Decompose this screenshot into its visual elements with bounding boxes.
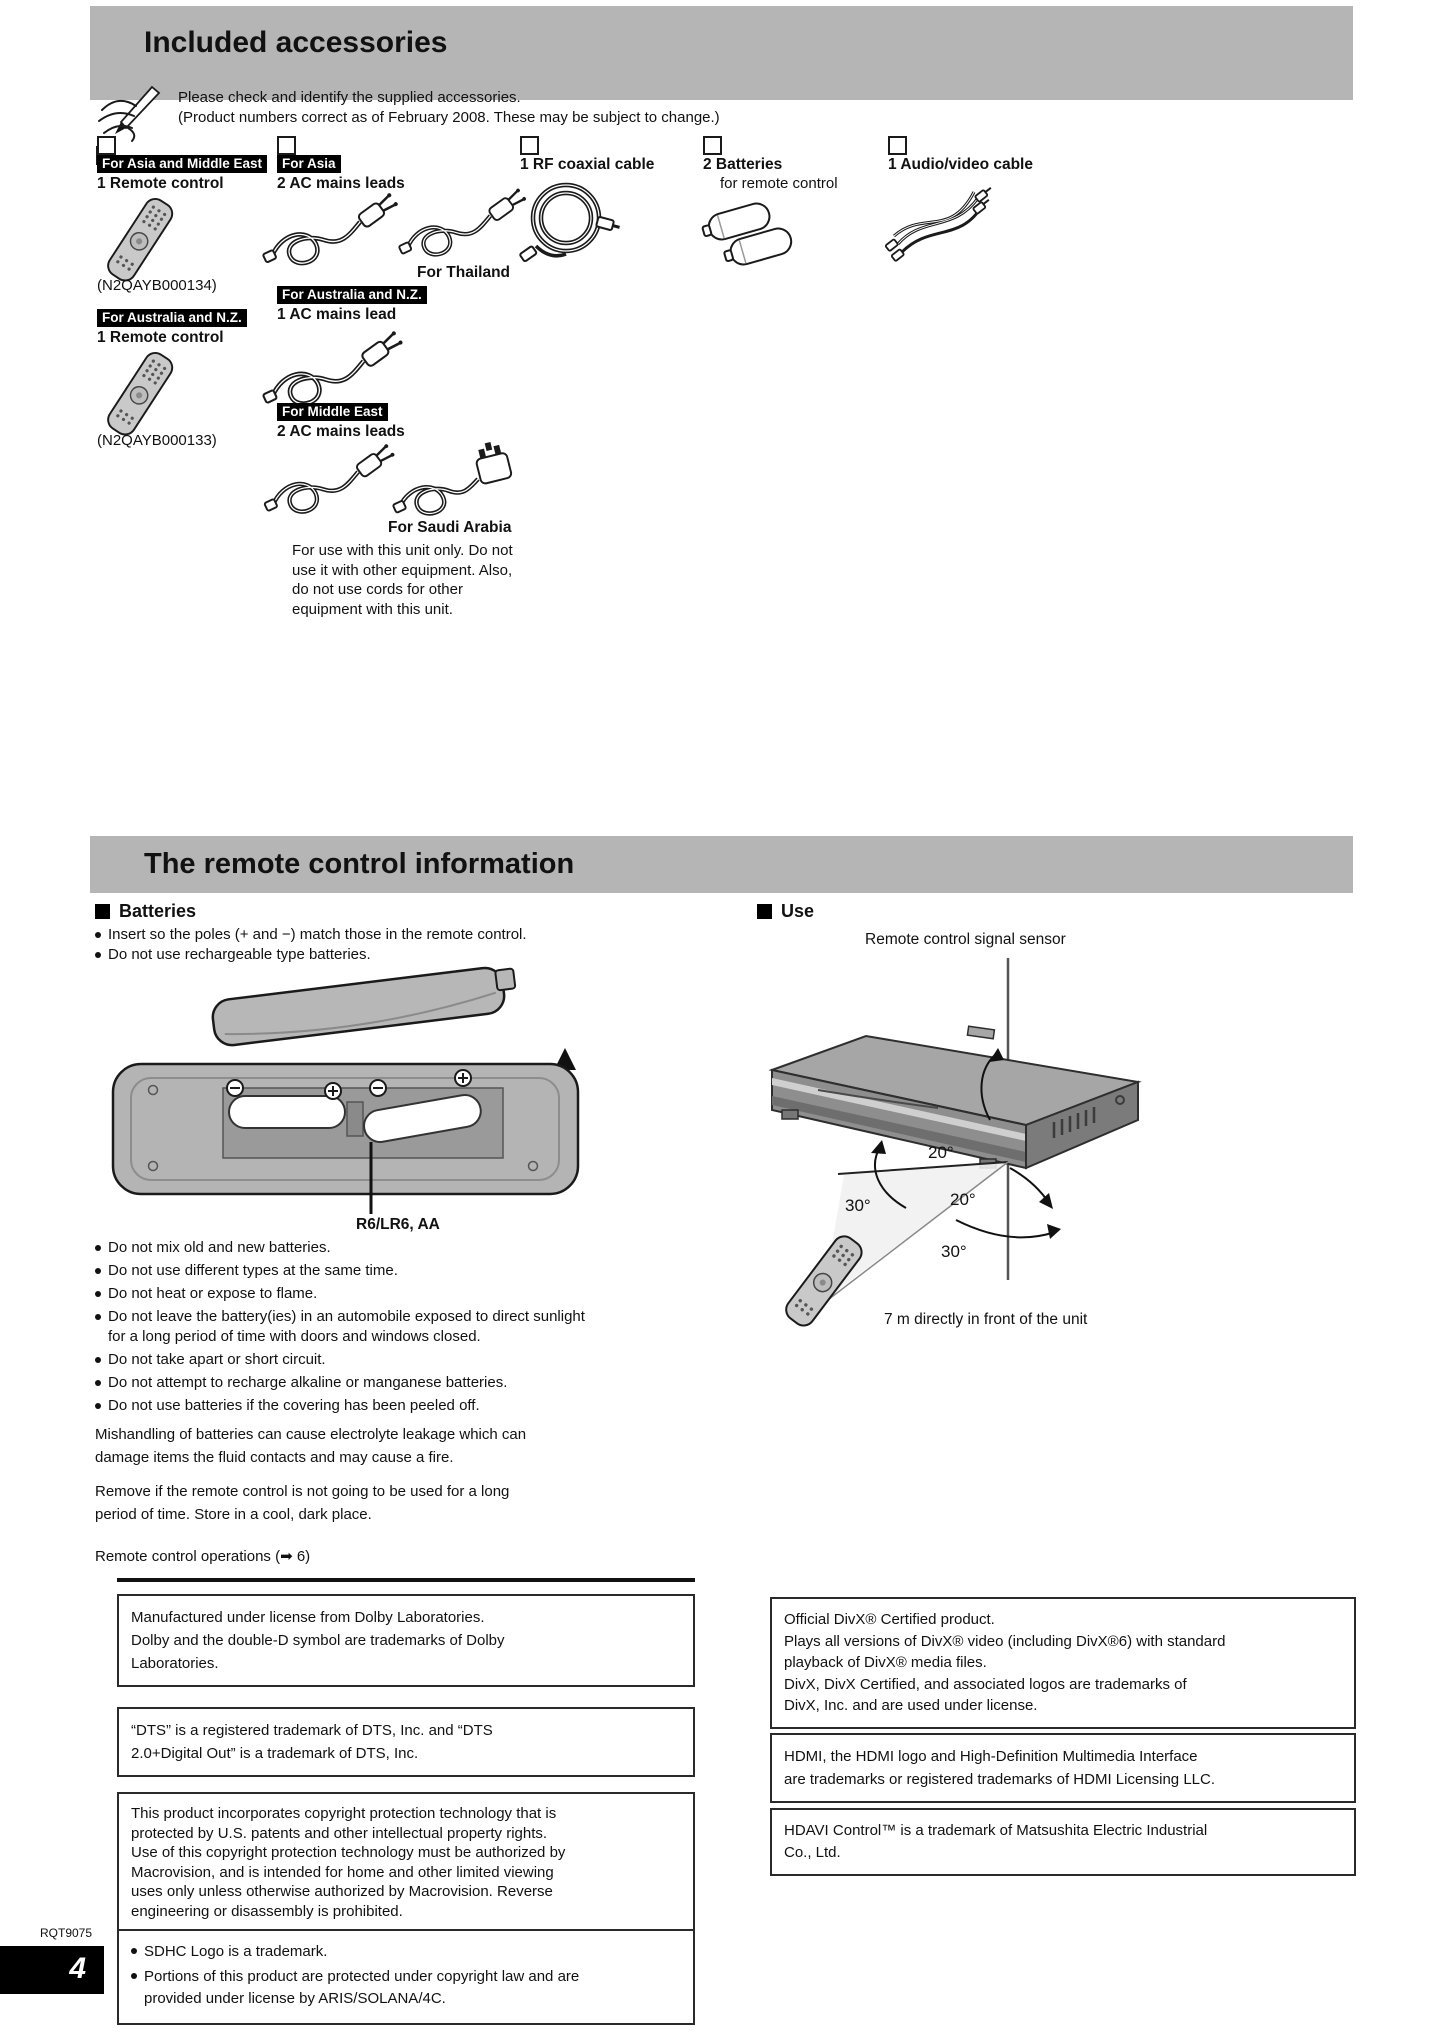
intro-line-2: (Product numbers correct as of February … — [178, 109, 720, 126]
part-number-remote-asia: (N2QAYB000134) — [97, 277, 217, 294]
bullet-icon — [95, 1291, 101, 1297]
accessory-name-ac-middle-east: 2 AC mains leads — [277, 423, 405, 440]
batteries-illustration — [700, 194, 805, 272]
bullet-icon — [95, 1268, 101, 1274]
accessory-name-remote-aus: 1 Remote control — [97, 329, 224, 346]
remote-operations-reference: Remote control operations (➡ 6) — [95, 1548, 311, 1565]
accessory-name-ac-aus: 1 AC mains lead — [277, 306, 397, 323]
angle-label-mid: 20° — [950, 1190, 976, 1209]
document-code: RQT9075 — [40, 1926, 93, 1940]
region-label-asia-middle-east: For Asia and Middle East — [97, 155, 268, 173]
accessory-name-av-cable: 1 Audio/video cable — [888, 156, 1033, 173]
remote-range-illustration — [768, 958, 1142, 1327]
battery-note-1: Insert so the poles (+ and −) match thos… — [95, 925, 655, 945]
caution-item: Do not use batteries if the covering has… — [95, 1396, 600, 1416]
region-label-australia-nz-lead: For Australia and N.Z. — [277, 286, 427, 304]
accessory-name-ac-asia: 2 AC mains leads — [277, 175, 405, 192]
checkbox-remote-control — [97, 136, 116, 155]
square-bullet-icon — [95, 904, 110, 919]
caution-item: Do not attempt to recharge alkaline or m… — [95, 1373, 600, 1393]
region-label-australia-nz-remote: For Australia and N.Z. — [97, 309, 247, 327]
sensor-label: Remote control signal sensor — [865, 931, 1066, 948]
region-label-middle-east: For Middle East — [277, 403, 388, 421]
accessory-sub-batteries: for remote control — [720, 175, 838, 192]
legal-box-hdmi: HDMI, the HDMI logo and High-Definition … — [770, 1733, 1356, 1803]
bullet-icon — [95, 1245, 101, 1251]
accessory-name-rf-cable: 1 RF coaxial cable — [520, 156, 655, 173]
legal-box-divx: Official DivX® Certified product. Plays … — [770, 1597, 1356, 1729]
batteries-heading-row: Batteries — [95, 901, 196, 922]
use-heading-row: Use — [757, 901, 814, 922]
batteries-heading: Batteries — [119, 901, 197, 921]
sdhc-bullet-1: SDHC Logo is a trademark. — [131, 1941, 681, 1963]
square-bullet-icon — [757, 904, 772, 919]
bullet-icon — [131, 1973, 137, 1979]
remote-control-illustration-2 — [93, 347, 263, 439]
caution-item: Do not heat or expose to flame. — [95, 1284, 600, 1304]
bullet-icon — [95, 932, 101, 938]
battery-warning-1: Mishandling of batteries can cause elect… — [95, 1426, 527, 1466]
intro-line-1: Please check and identify the supplied a… — [178, 89, 521, 106]
checkbox-rf-coaxial-cable — [520, 136, 539, 155]
checkbox-ac-mains-leads — [277, 136, 296, 155]
bullet-icon — [95, 1357, 101, 1363]
ac-mains-lead-illustration-saudi — [392, 440, 524, 526]
legal-box-dts: “DTS” is a registered trademark of DTS, … — [117, 1707, 695, 1777]
accessory-name-batteries: 2 Batteries — [703, 156, 783, 173]
saudi-lead-note: For use with this unit only. Do not use … — [292, 542, 513, 618]
angle-label-left: 30° — [845, 1196, 871, 1215]
legal-box-sdhc: SDHC Logo is a trademark. Portions of th… — [117, 1929, 695, 2025]
sdhc-bullet-2: Portions of this product are protected u… — [131, 1966, 613, 2010]
legal-box-macrovision: This product incorporates copyright prot… — [117, 1792, 695, 1933]
bullet-icon — [131, 1948, 137, 1954]
accessory-name-remote-asia: 1 Remote control — [97, 175, 224, 192]
caution-item: Do not leave the battery(ies) in an auto… — [95, 1307, 600, 1347]
caution-item: Do not mix old and new batteries. — [95, 1238, 600, 1258]
checkbox-audio-video-cable — [888, 136, 907, 155]
caution-item: Do not take apart or short circuit. — [95, 1350, 600, 1370]
region-label-asia: For Asia — [277, 155, 341, 173]
part-number-remote-aus: (N2QAYB000133) — [97, 432, 217, 449]
battery-type-label: R6/LR6, AA — [356, 1216, 440, 1233]
ac-mains-lead-illustration-middle-east — [262, 443, 400, 525]
divider-rule — [117, 1578, 695, 1582]
use-heading: Use — [781, 901, 815, 921]
section-title-remote-info: The remote control information — [144, 848, 575, 880]
legal-box-dolby: Manufactured under license from Dolby La… — [117, 1594, 695, 1687]
section-header-bar-included-accessories — [90, 6, 1353, 100]
caution-item: Do not use different types at the same t… — [95, 1261, 600, 1281]
audio-video-cable-illustration — [882, 174, 997, 262]
bullet-icon — [95, 1314, 101, 1320]
battery-cautions-list: Do not mix old and new batteries. Do not… — [95, 1238, 600, 1419]
caption-for-thailand: For Thailand — [417, 264, 510, 281]
angle-label-top: 20° — [928, 1143, 954, 1162]
ac-mains-lead-illustration-thailand — [398, 185, 530, 270]
bullet-icon — [95, 1380, 101, 1386]
remote-control-illustration-1 — [93, 193, 263, 285]
section-header-bar-remote-info — [90, 836, 1353, 893]
page-number-badge: 4 — [0, 1946, 104, 1994]
battery-note-2: Do not use rechargeable type batteries. — [95, 945, 655, 965]
distance-note: 7 m directly in front of the unit — [884, 1311, 1088, 1328]
bullet-icon — [95, 952, 101, 958]
battery-warning-2: Remove if the remote control is not goin… — [95, 1483, 510, 1523]
angle-label-bottom: 30° — [941, 1242, 967, 1261]
checkbox-batteries — [703, 136, 722, 155]
battery-installation-illustration — [111, 966, 580, 1214]
writing-hand-icon — [98, 85, 161, 142]
page-title: Included accessories — [144, 26, 448, 59]
rf-coaxial-cable-illustration — [512, 176, 624, 268]
caption-for-saudi-arabia: For Saudi Arabia — [388, 519, 512, 536]
bullet-icon — [95, 1403, 101, 1409]
legal-box-hdavi: HDAVI Control™ is a trademark of Matsush… — [770, 1808, 1356, 1876]
ac-mains-lead-illustration-asia — [262, 192, 402, 277]
